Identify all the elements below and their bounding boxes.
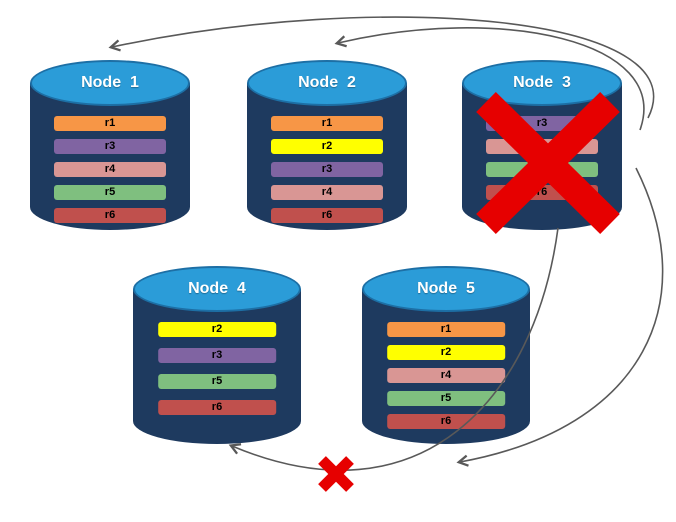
node-1-replica-r5: r5 (54, 185, 166, 200)
node-1-label: Node 1 (81, 74, 139, 91)
node-2-replica-r2: r2 (271, 139, 383, 154)
failed-transfer-x-icon (318, 456, 354, 492)
node-4-replica-r6: r6 (158, 400, 276, 415)
node-3-label: Node 3 (513, 74, 571, 91)
node-5-replica-r6: r6 (387, 414, 505, 429)
node-3-replica-r3: r3 (486, 116, 598, 131)
node-1-replica-r6: r6 (54, 208, 166, 223)
node-5-replica-r2: r2 (387, 345, 505, 360)
node-5-label: Node 5 (417, 280, 475, 297)
node-1-cylinder-top: Node 1 (30, 60, 190, 106)
node-1: Node 1 r1 r3 r4 r5 r6 (30, 60, 190, 230)
node-3-replica-r4: r4 (486, 139, 598, 154)
node-2-replica-r1: r1 (271, 116, 383, 131)
node-2: Node 2 r1 r2 r3 r4 r6 (247, 60, 407, 230)
node-4: Node 4 r2 r3 r5 r6 (133, 266, 301, 444)
node-3-cylinder-top: Node 3 (462, 60, 622, 106)
node-5-replica-r4: r4 (387, 368, 505, 383)
node-4-replica-r5: r5 (158, 374, 276, 389)
node-3-replica-r5: r5 (486, 162, 598, 177)
node-4-replica-r2: r2 (158, 322, 276, 337)
node-3-replica-r6: r6 (486, 185, 598, 200)
node-4-replica-list: r2 r3 r5 r6 (158, 322, 276, 415)
node-1-replica-r3: r3 (54, 139, 166, 154)
node-5: Node 5 r1 r2 r4 r5 r6 (362, 266, 530, 444)
node-2-replica-r4: r4 (271, 185, 383, 200)
node-4-cylinder-top: Node 4 (133, 266, 301, 312)
node-2-replica-r3: r3 (271, 162, 383, 177)
node-1-replica-r1: r1 (54, 116, 166, 131)
node-1-replica-list: r1 r3 r4 r5 r6 (54, 116, 166, 223)
node-2-replica-r6: r6 (271, 208, 383, 223)
node-5-replica-r5: r5 (387, 391, 505, 406)
node-4-label: Node 4 (188, 280, 246, 297)
node-3: Node 3 r3 r4 r5 r6 (462, 60, 622, 230)
node-2-label: Node 2 (298, 74, 356, 91)
node-1-replica-r4: r4 (54, 162, 166, 177)
node-2-replica-list: r1 r2 r3 r4 r6 (271, 116, 383, 223)
node-4-replica-r3: r3 (158, 348, 276, 363)
node-2-cylinder-top: Node 2 (247, 60, 407, 106)
node-5-replica-r1: r1 (387, 322, 505, 337)
node-5-cylinder-top: Node 5 (362, 266, 530, 312)
node-3-replica-list: r3 r4 r5 r6 (486, 116, 598, 200)
node-5-replica-list: r1 r2 r4 r5 r6 (387, 322, 505, 429)
